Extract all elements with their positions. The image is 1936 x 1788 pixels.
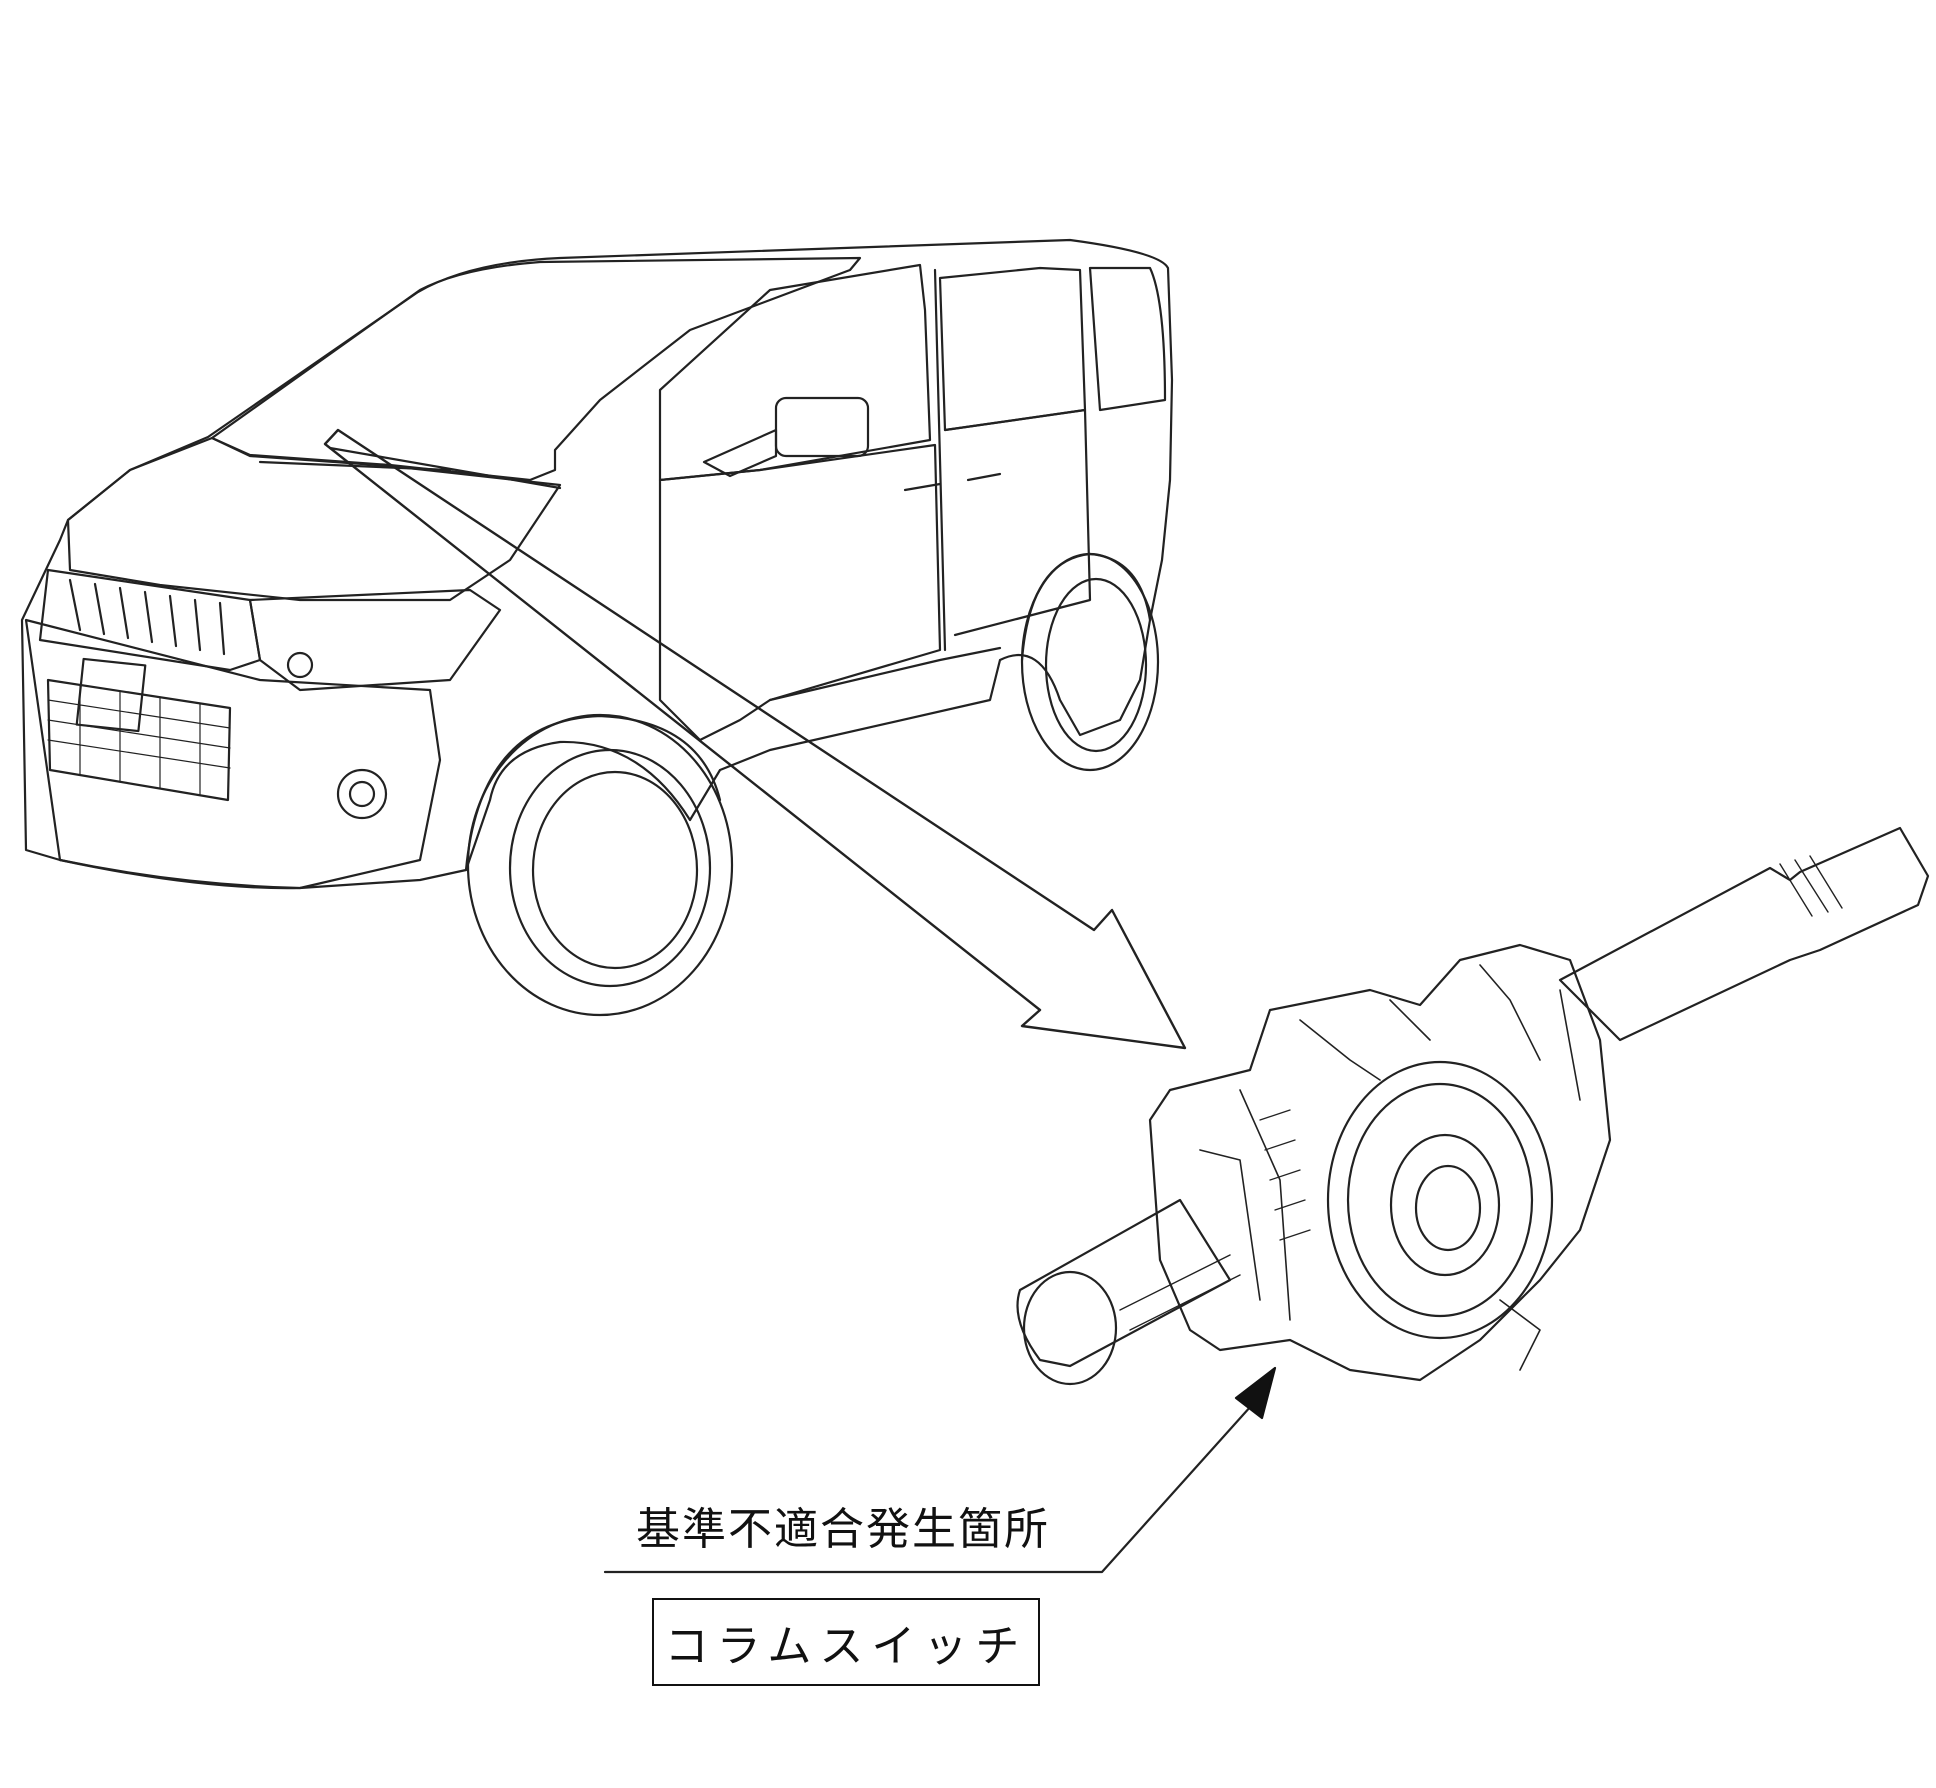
windshield [210, 256, 862, 482]
switch-housing [1148, 943, 1612, 1382]
lower-grille [46, 678, 232, 802]
wiper [258, 446, 562, 490]
part-name-text: コラムスイッチ [664, 1621, 1028, 1672]
clock-spring [1326, 1060, 1554, 1340]
rear-quarter-window [1088, 266, 1167, 412]
door-handle [903, 472, 1002, 492]
license-plate [75, 657, 147, 733]
leader-arrow [603, 1366, 1277, 1574]
turn-signal-lever [1016, 1198, 1232, 1368]
wiper-lever [1558, 826, 1930, 1042]
front-wheel [466, 713, 734, 1017]
fog-light [336, 768, 388, 820]
sliding-door [933, 268, 1092, 652]
hood [66, 436, 562, 602]
column-switch-drawing [1016, 826, 1930, 1386]
part-name-box: コラムスイッチ [652, 1598, 1040, 1686]
pointer-arrow [323, 428, 1187, 1050]
front-door [658, 443, 942, 742]
vehicle-drawing [20, 238, 1174, 1017]
front-grille [38, 568, 262, 672]
front-door-window [658, 263, 932, 482]
nonconformity-location-label: 基準不適合発生箇所 [636, 1504, 1050, 1555]
headlight [248, 588, 502, 692]
side-mirror [774, 396, 870, 458]
front-bumper [24, 618, 442, 890]
vehicle-body-outline [20, 238, 1174, 890]
sliding-door-window [938, 266, 1087, 432]
